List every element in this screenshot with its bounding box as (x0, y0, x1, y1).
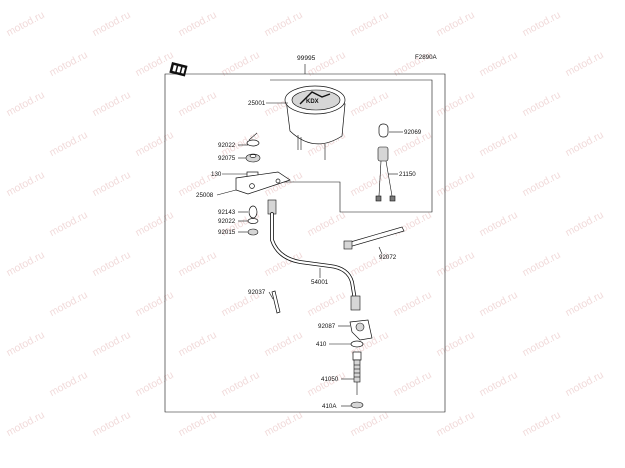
part-label-130: 130 (211, 171, 222, 178)
watermark-text: motod.ru (219, 49, 261, 79)
watermark-text: motod.ru (477, 289, 519, 319)
book-icon (169, 62, 188, 77)
part-label-410: 410 (316, 341, 327, 348)
gauge-subframe (270, 79, 433, 213)
assembly-frame (164, 64, 446, 413)
part-label-21150: 21150 (399, 171, 416, 178)
watermark-text: motod.ru (563, 209, 605, 239)
part-label-92069: 92069 (404, 129, 422, 136)
watermark-text: motod.ru (477, 129, 519, 159)
watermark-text: motod.ru (563, 129, 605, 159)
watermark-text: motod.ru (47, 209, 89, 239)
svg-text:KDX: KDX (306, 99, 319, 105)
watermark-text: motod.ru (4, 329, 46, 359)
part-labels: 25001 92022 92075 130 25008 92143 92022 … (196, 100, 422, 410)
watermark-text: motod.ru (563, 289, 605, 319)
watermark-text: motod.ru (4, 9, 46, 39)
watermark-text: motod.ru (176, 89, 218, 119)
watermark-text: motod.ru (348, 169, 390, 199)
watermark-text: motod.ru (520, 9, 562, 39)
part-label-25008: 25008 (196, 192, 214, 199)
watermark-text: motod.ru (90, 409, 132, 439)
watermark-text: motod.ru (4, 409, 46, 439)
watermark-text: motod.ru (434, 169, 476, 199)
band-drawing (343, 226, 405, 250)
watermark-text: motod.ru (262, 9, 304, 39)
part-label-25001: 25001 (248, 100, 266, 107)
watermark-text: motod.ru (176, 9, 218, 39)
watermark-text: motod.ru (47, 49, 89, 79)
watermark-text: motod.ru (176, 409, 218, 439)
watermark-text: motod.ru (434, 329, 476, 359)
part-label-92072: 92072 (379, 254, 397, 261)
assembly-number: 99995 (297, 55, 316, 62)
watermark-text: motod.ru (348, 9, 390, 39)
watermark-text: motod.ru (391, 289, 433, 319)
watermark-text: motod.ru (90, 329, 132, 359)
part-label-92075: 92075 (218, 155, 236, 162)
watermark-text: motod.ru (477, 369, 519, 399)
part-label-54001: 54001 (311, 279, 329, 286)
watermark-text: motod.ru (348, 409, 390, 439)
part-label-92015: 92015 (218, 229, 236, 236)
watermark-text: motod.ru (391, 209, 433, 239)
part-label-92087: 92087 (318, 323, 336, 330)
watermark-text: motod.ru (477, 49, 519, 79)
watermark-text: motod.ru (434, 9, 476, 39)
watermark-text: motod.ru (305, 289, 347, 319)
watermark-text: motod.ru (90, 249, 132, 279)
watermark-text: motod.ru (90, 169, 132, 199)
watermark-text: motod.ru (262, 409, 304, 439)
watermark-text: motod.ru (47, 129, 89, 159)
watermark-text: motod.ru (4, 89, 46, 119)
clamp-drawing (271, 290, 281, 314)
watermark-text: motod.ru (305, 49, 347, 79)
part-label-92143: 92143 (218, 209, 236, 216)
watermark-text: motod.ru (133, 49, 175, 79)
watermark-text: motod.ru (434, 89, 476, 119)
watermark-text: motod.ru (477, 209, 519, 239)
speedometer-cable-drawing (267, 199, 361, 311)
watermark-text: motod.ru (520, 169, 562, 199)
watermark-text: motod.ru (133, 209, 175, 239)
watermark-text: motod.ru (176, 249, 218, 279)
watermark-text: motod.ru (4, 249, 46, 279)
watermark-text: motod.ru (47, 289, 89, 319)
watermark-text: motod.ru (434, 249, 476, 279)
part-label-41050: 41050 (321, 376, 339, 383)
bulb-socket-drawing (375, 123, 396, 202)
part-label-410A: 410A (322, 403, 337, 410)
part-label-92037: 92037 (248, 289, 266, 296)
watermark-text: motod.ru (563, 369, 605, 399)
watermark-text: motod.ru (305, 209, 347, 239)
watermark-text: motod.ru (4, 169, 46, 199)
watermark-text: motod.ru (563, 49, 605, 79)
leader-lines (216, 102, 403, 407)
watermark-text: motod.ru (90, 89, 132, 119)
watermark-text: motod.ru (47, 369, 89, 399)
drive-gear-drawing (349, 319, 373, 409)
watermark-text: motod.ru (133, 289, 175, 319)
figure-code: F2890A (415, 54, 438, 61)
watermark-text: motod.ru (434, 409, 476, 439)
watermark-text: motod.ru (520, 89, 562, 119)
watermark-text: motod.ru (520, 409, 562, 439)
watermark-text: motod.ru (133, 369, 175, 399)
watermark-text: motod.ru (520, 249, 562, 279)
watermark-text: motod.ru (391, 369, 433, 399)
watermark-text: motod.ru (133, 129, 175, 159)
watermark-text: motod.ru (348, 89, 390, 119)
watermark-text: motod.ru (176, 329, 218, 359)
watermark-text: motod.ru (262, 329, 304, 359)
watermark-text: motod.ru (219, 369, 261, 399)
speedometer-gauge-drawing: KDX (284, 85, 346, 160)
watermark-text: motod.ru (305, 369, 347, 399)
part-label-92022-top: 92022 (218, 142, 236, 149)
watermark-text: motod.ru (520, 329, 562, 359)
watermark-text: motod.ru (90, 9, 132, 39)
part-label-92022-lower: 92022 (218, 218, 236, 225)
